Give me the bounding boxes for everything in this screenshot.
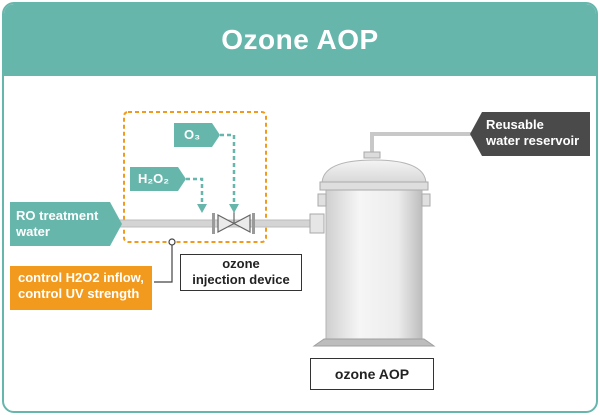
- h2o2-feed-line: [186, 177, 204, 207]
- injection-device-label: ozone injection device: [180, 254, 302, 291]
- ro-water-label: RO treatment water: [16, 208, 99, 239]
- process-diagram: [112, 111, 474, 347]
- o3-label: O₃: [184, 127, 201, 142]
- ozone-aop-label: ozone AOP: [310, 358, 434, 390]
- diagram-title: Ozone AOP: [4, 4, 596, 76]
- o3-tag-shape: [174, 123, 220, 147]
- injection-zone-box: [123, 111, 267, 243]
- reservoir-pipe: [370, 132, 474, 154]
- valve-icon: [217, 210, 251, 233]
- h2o2-tag-shape: [130, 167, 186, 191]
- reservoir-tag-shape: [470, 112, 590, 156]
- control-label: control H2O2 inflow, control UV strength: [10, 266, 152, 310]
- h2o2-label: H₂O₂: [138, 171, 170, 186]
- control-sensor-point: [168, 238, 176, 246]
- o3-feed-line: [220, 133, 236, 207]
- reservoir-label: Reusable water reservoir: [486, 117, 580, 148]
- control-signal-line: [154, 245, 173, 283]
- tank-inlet-nozzle: [309, 213, 325, 234]
- ro-water-tag-shape: [10, 202, 122, 246]
- ozone-aop-tank: [312, 159, 436, 347]
